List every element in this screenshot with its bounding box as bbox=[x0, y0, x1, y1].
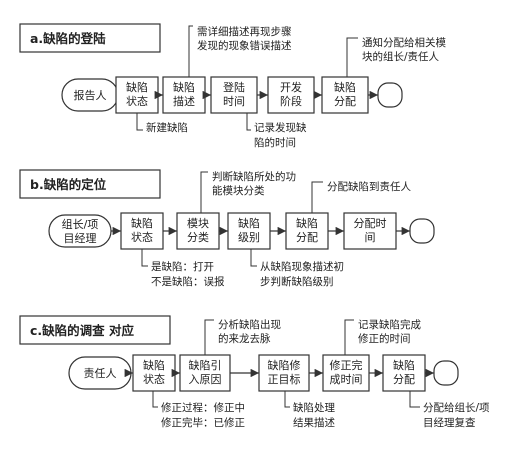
annotation-connector bbox=[246, 113, 251, 131]
annotation-note: 不是缺陷：误报 bbox=[151, 275, 225, 288]
section-title: c.缺陷的调查 对应 bbox=[30, 323, 135, 338]
annotation-note: 判断缺陷所处的功 bbox=[212, 170, 296, 183]
step-label: 状态 bbox=[143, 372, 165, 386]
annotation-connector bbox=[188, 25, 193, 77]
annotation-note: 修正完毕：已修正 bbox=[161, 416, 245, 429]
step-label: 分配时 bbox=[354, 217, 387, 230]
end-node bbox=[409, 218, 435, 244]
start-node-label: 报告人 bbox=[74, 88, 107, 102]
end-node bbox=[433, 360, 459, 386]
annotation-connector bbox=[344, 319, 354, 355]
annotation-note: 分配给组长/项 bbox=[423, 401, 490, 414]
step-box bbox=[210, 76, 258, 114]
step-label: 缺陷修 bbox=[268, 358, 301, 372]
end-node bbox=[377, 82, 403, 108]
step-label: 描述 bbox=[173, 94, 195, 108]
step-label: 入原因 bbox=[189, 373, 222, 386]
step-label: 缺陷 bbox=[238, 216, 260, 230]
section-title-box bbox=[19, 169, 161, 199]
annotation-note: 能模块分类 bbox=[212, 184, 265, 197]
start-node-label: 组长/项 bbox=[62, 217, 99, 231]
annotation-note: 步判断缺陷级别 bbox=[260, 275, 334, 288]
start-node-label: 目经理 bbox=[64, 232, 97, 245]
section-title: a.缺陷的登陆 bbox=[30, 31, 106, 46]
step-label: 阶段 bbox=[280, 94, 302, 108]
annotation-connector bbox=[136, 113, 143, 131]
annotation-note: 记录缺陷完成 bbox=[358, 318, 421, 331]
step-label: 缺陷 bbox=[334, 80, 356, 94]
step-label: 成时间 bbox=[330, 373, 363, 386]
start-node-label: 责任人 bbox=[84, 367, 117, 380]
step-label: 缺陷 bbox=[296, 216, 318, 230]
section-title-box bbox=[19, 315, 171, 345]
annotation-note: 修正的时间 bbox=[358, 332, 411, 345]
annotation-note: 缺陷处理 bbox=[293, 401, 335, 414]
annotation-connector bbox=[311, 181, 323, 213]
step-label: 缺陷 bbox=[173, 80, 195, 94]
section-2: c.缺陷的调查 对应责任人缺陷状态缺陷引入原因缺陷修正目标修正完成时间缺陷分配分… bbox=[19, 315, 490, 429]
annotation-note: 通知分配给相关模 bbox=[362, 36, 446, 49]
step-label: 开发 bbox=[280, 80, 302, 94]
annotation-note: 新建缺陷 bbox=[146, 121, 188, 134]
step-label: 模块 bbox=[187, 217, 209, 230]
annotation-connector bbox=[200, 171, 208, 213]
annotation-connector bbox=[409, 391, 420, 408]
annotation-connector bbox=[141, 249, 148, 267]
annotation-note: 是缺陷：打开 bbox=[151, 260, 214, 273]
annotation-connector bbox=[284, 391, 290, 408]
annotation-connector bbox=[346, 37, 358, 77]
annotation-note: 修正过程：修正中 bbox=[161, 401, 245, 414]
step-label: 时间 bbox=[223, 95, 245, 108]
step-label: 缺陷 bbox=[131, 216, 153, 230]
annotation-note: 分析缺陷出现 bbox=[218, 318, 281, 331]
step-label: 正目标 bbox=[268, 372, 301, 386]
section-1: b.缺陷的定位组长/项目经理缺陷状态模块分类缺陷级别缺陷分配分配时间判断缺陷所处… bbox=[19, 169, 435, 288]
annotation-connector bbox=[204, 319, 214, 355]
step-box bbox=[267, 76, 315, 114]
step-box bbox=[162, 76, 206, 114]
annotation-connector bbox=[250, 249, 257, 267]
annotation-note: 需详细描述再现步骤 bbox=[197, 25, 292, 38]
annotation-note: 目经理复查 bbox=[423, 416, 476, 429]
annotation-note: 从缺陷现象描述初 bbox=[260, 260, 344, 273]
step-label: 级别 bbox=[238, 231, 260, 244]
step-label: 状态 bbox=[126, 94, 148, 108]
step-box bbox=[285, 212, 329, 250]
step-label: 分配 bbox=[393, 373, 415, 386]
annotation-note: 的来龙去脉 bbox=[218, 332, 271, 345]
section-title: b.缺陷的定位 bbox=[30, 177, 107, 192]
annotation-note: 记录发现缺 bbox=[254, 121, 307, 134]
step-label: 缺陷 bbox=[143, 358, 165, 372]
step-label: 缺陷 bbox=[126, 80, 148, 94]
section-title-box bbox=[19, 23, 161, 53]
step-label: 修正完 bbox=[330, 358, 363, 372]
annotation-note: 块的组长/责任人 bbox=[362, 50, 440, 63]
step-box bbox=[321, 76, 369, 114]
annotation-note: 陷的时间 bbox=[254, 136, 296, 149]
step-label: 缺陷引 bbox=[189, 358, 222, 372]
step-label: 缺陷 bbox=[393, 358, 415, 372]
section-0: a.缺陷的登陆报告人缺陷状态缺陷描述登陆时间开发阶段缺陷分配需详细描述再现步骤发… bbox=[19, 23, 446, 149]
annotation-note: 发现的现象错误描述 bbox=[197, 39, 292, 52]
step-label: 分类 bbox=[187, 230, 209, 244]
step-box bbox=[258, 354, 310, 392]
annotation-note: 结果描述 bbox=[293, 416, 335, 429]
annotation-connector bbox=[152, 391, 158, 408]
annotation-note: 分配缺陷到责任人 bbox=[327, 180, 411, 193]
step-label: 间 bbox=[365, 231, 376, 244]
step-label: 分配 bbox=[334, 95, 356, 108]
step-label: 分配 bbox=[296, 231, 318, 244]
step-label: 状态 bbox=[131, 230, 153, 244]
step-label: 登陆 bbox=[223, 80, 245, 94]
step-box bbox=[132, 354, 176, 392]
step-box bbox=[322, 354, 370, 392]
